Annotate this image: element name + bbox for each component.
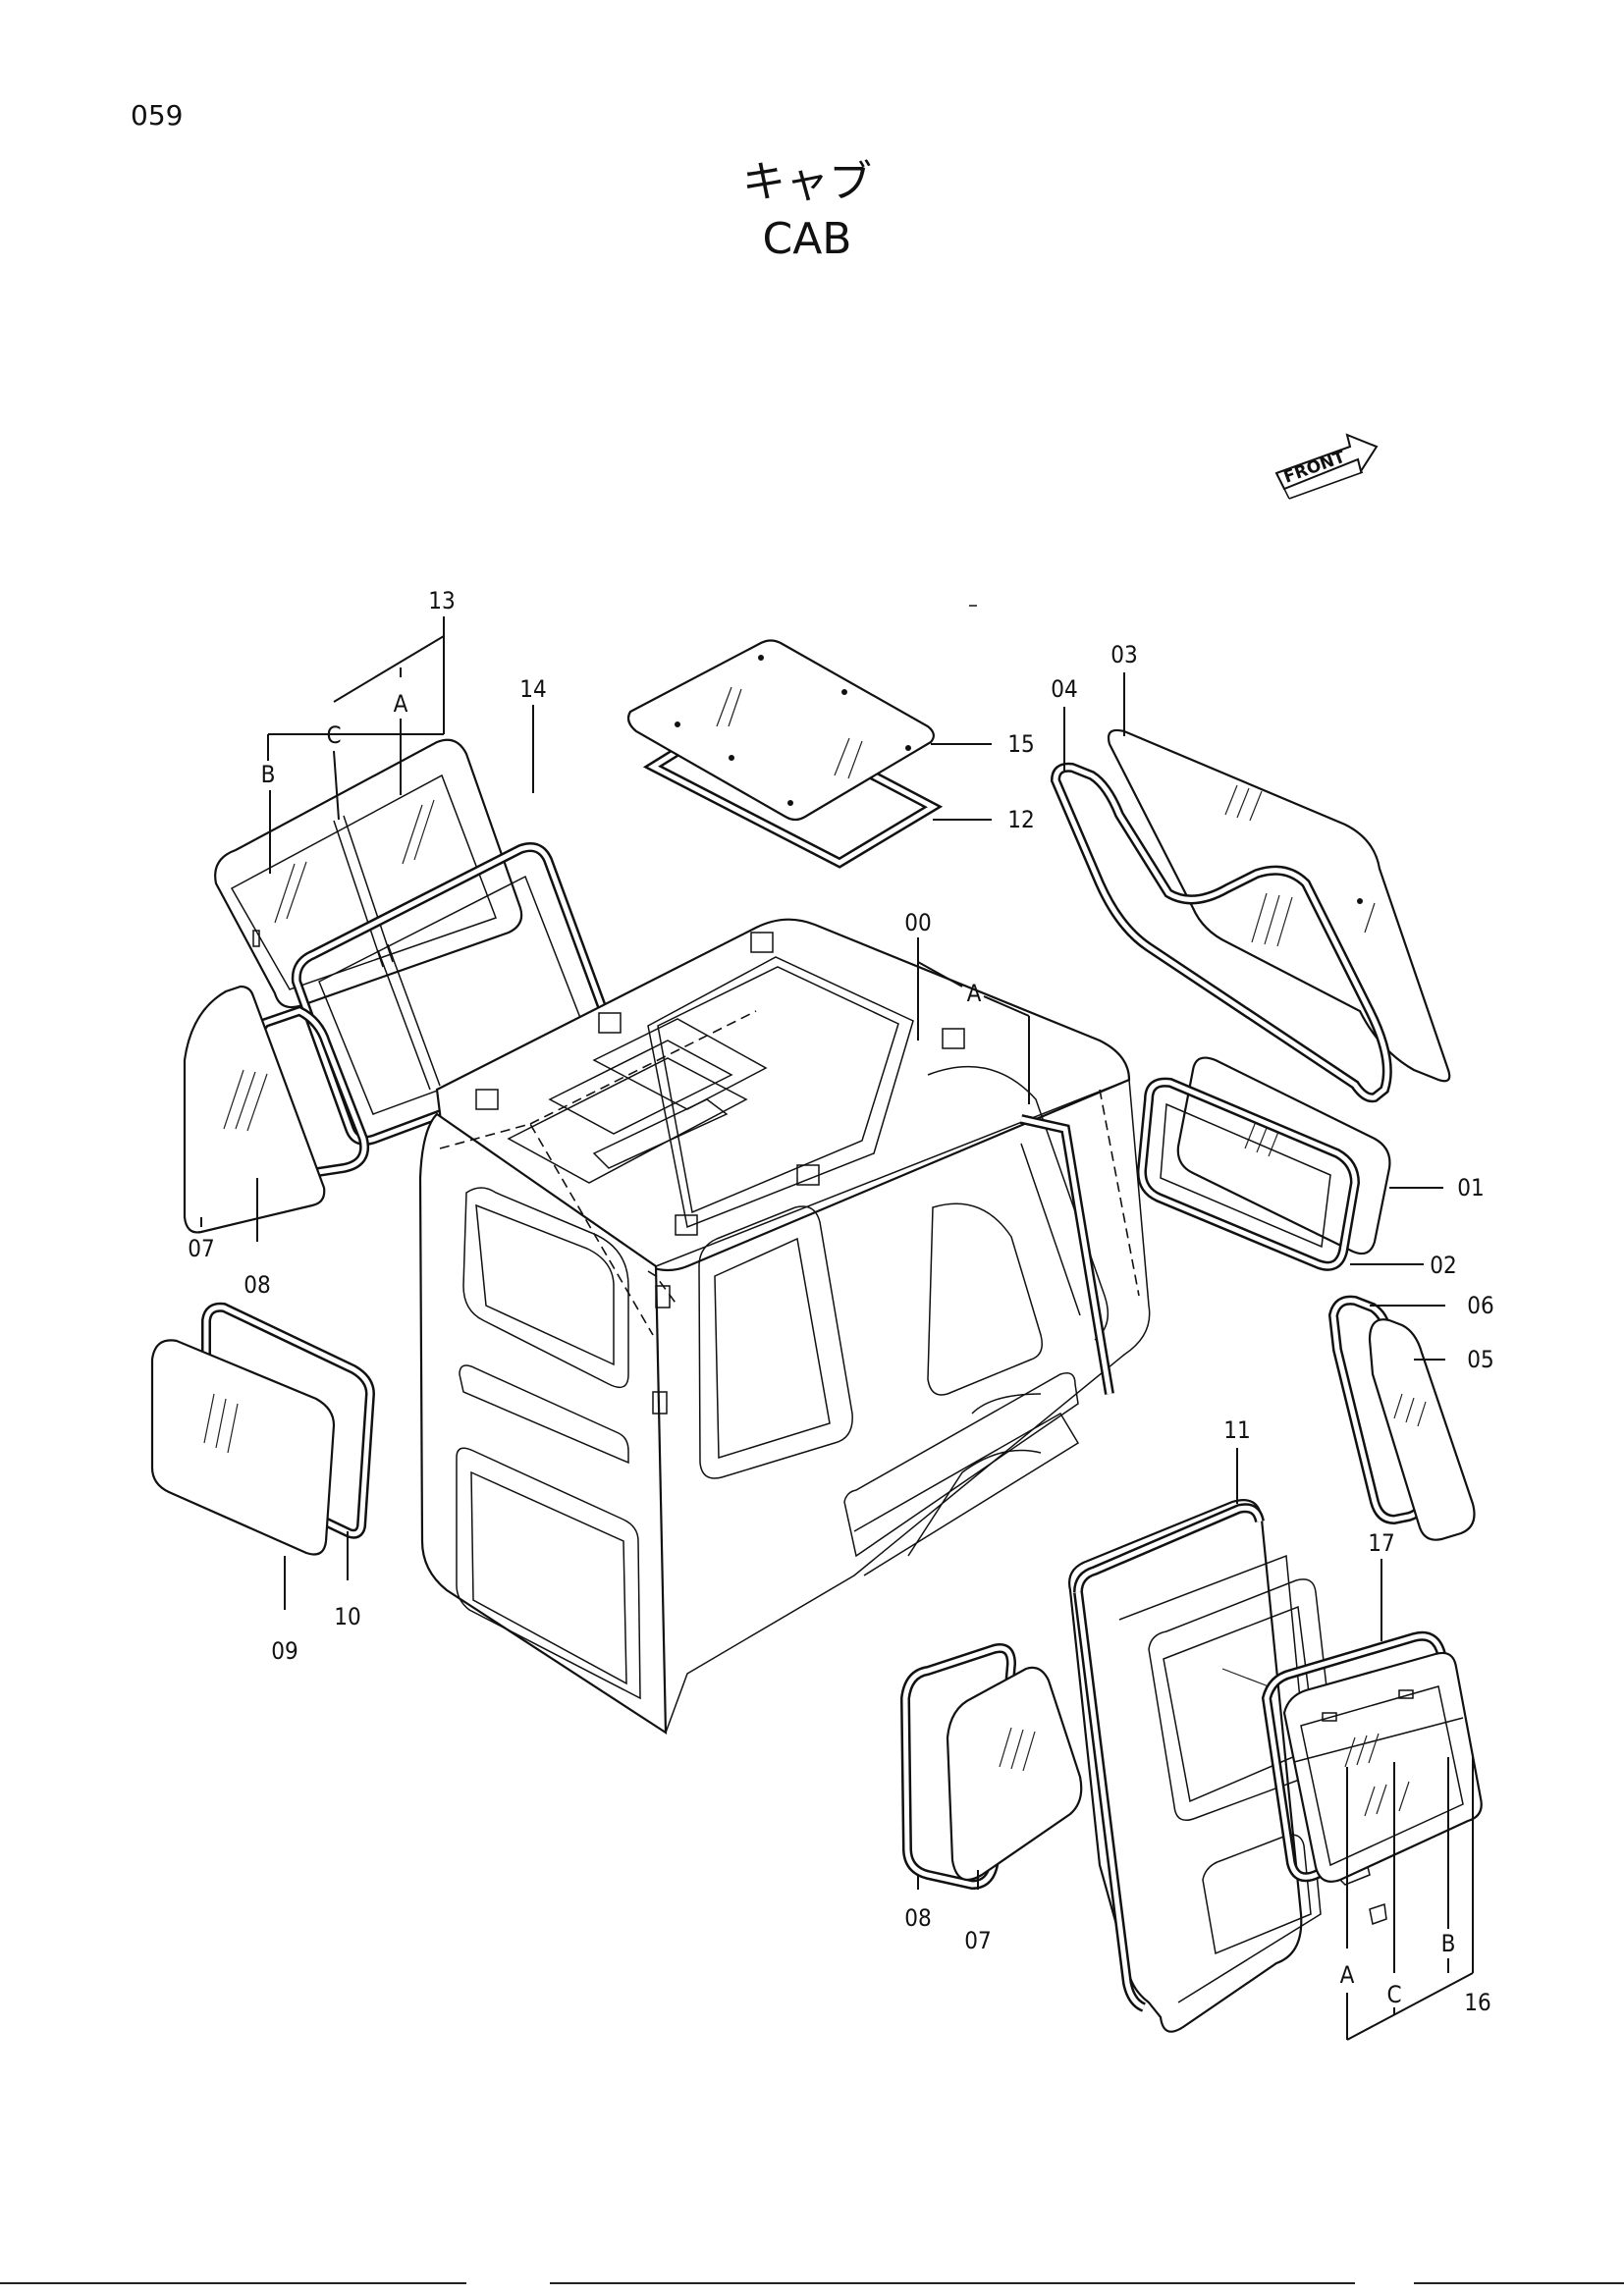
callout-02: 02 [1430,1252,1456,1279]
callout-16-sub-B: B [1441,1930,1456,1957]
front-arrow-icon: FRONT [1274,433,1379,500]
callout-13-sub-B: B [261,761,276,788]
callout-03: 03 [1110,641,1137,668]
title-english: CAB [762,214,851,264]
callout-16-sub-C: C [1386,1981,1401,2008]
callout-08-left: 08 [244,1271,270,1299]
callout-17: 17 [1368,1529,1394,1557]
lower-front-seal [1136,1077,1361,1271]
door-seal [1073,1503,1265,2012]
leader-lines [200,616,1474,2041]
callout-12: 12 [1007,806,1034,833]
cab-body [418,918,1151,1735]
callout-15: 15 [1007,730,1034,758]
callout-11: 11 [1223,1416,1250,1444]
callout-01: 01 [1457,1174,1484,1201]
callout-09: 09 [271,1637,298,1665]
callout-13-sub-C: C [326,721,341,749]
title-japanese: キャブ [742,157,872,207]
roof-hatch-glass [626,639,935,822]
callout-00-sub-A: A [967,980,982,1007]
right-narrow-glass [1368,1318,1476,1541]
callout-08-bottom: 08 [904,1904,931,1932]
callout-04: 04 [1051,675,1077,703]
callout-05: 05 [1467,1346,1493,1373]
left-triangle-glass [183,985,326,1234]
callout-06: 06 [1467,1292,1493,1319]
callout-10: 10 [334,1603,360,1630]
callout-07-left: 07 [188,1235,214,1262]
callout-07-bottom: 07 [964,1927,991,1954]
callout-14: 14 [519,675,546,703]
callout-00: 00 [904,909,931,936]
left-sliding-window-assembly [214,738,523,1009]
left-lower-glass [150,1339,336,1556]
door-window-glass [1282,1651,1483,1883]
callout-13: 13 [428,587,455,614]
callout-16: 16 [1464,1989,1490,2016]
bottom-triangle-glass [946,1666,1083,1882]
callout-labels: 13 A B C 14 15 12 03 04 00 A 01 02 06 05… [188,587,1493,2016]
page-number: 059 [131,99,183,132]
callout-13-sub-A: A [394,690,408,718]
front-window-seal [1050,762,1392,1103]
callout-16-sub-A: A [1340,1961,1355,1989]
